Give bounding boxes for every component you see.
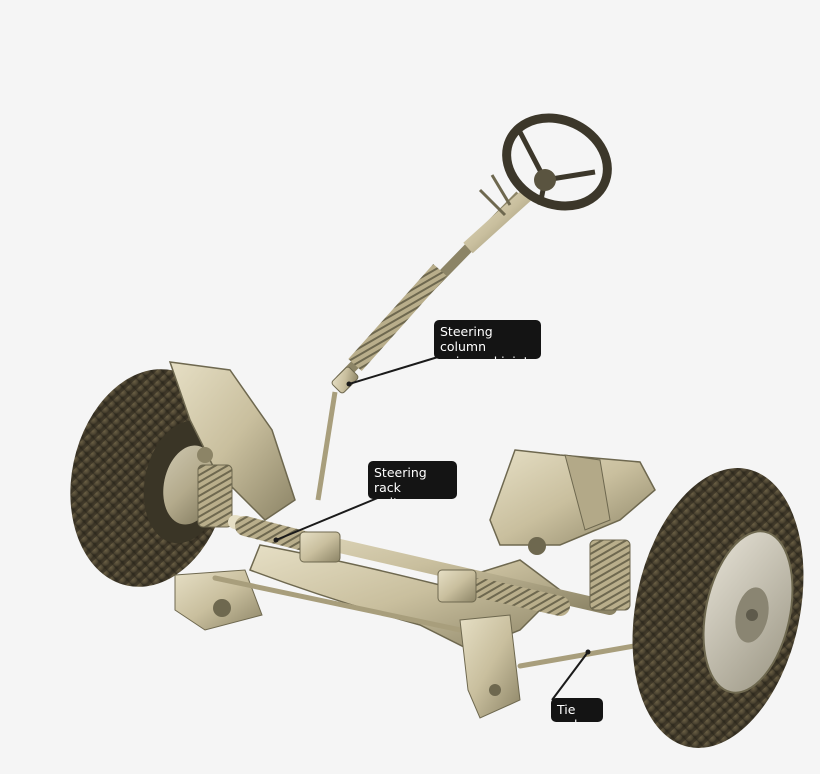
center-steering-arm [459, 614, 521, 719]
tie-rod [212, 575, 643, 669]
leader-lines [273, 356, 591, 701]
right-wheel [632, 468, 804, 748]
callout-tie-rod: Tie rod [551, 698, 603, 722]
steering-rack [228, 515, 617, 616]
leader-tie-rod [551, 651, 589, 701]
leader-column-joint [348, 356, 439, 385]
callout-steering-rack-gaiter: Steering rack gaiter [368, 461, 457, 499]
right-suspension [489, 449, 656, 611]
steering-column [315, 174, 535, 501]
callout-steering-column-universal-joint: Steering column universal joint [434, 320, 541, 359]
leader-rack-gaiter [275, 496, 381, 541]
steering-wheel [502, 113, 612, 211]
